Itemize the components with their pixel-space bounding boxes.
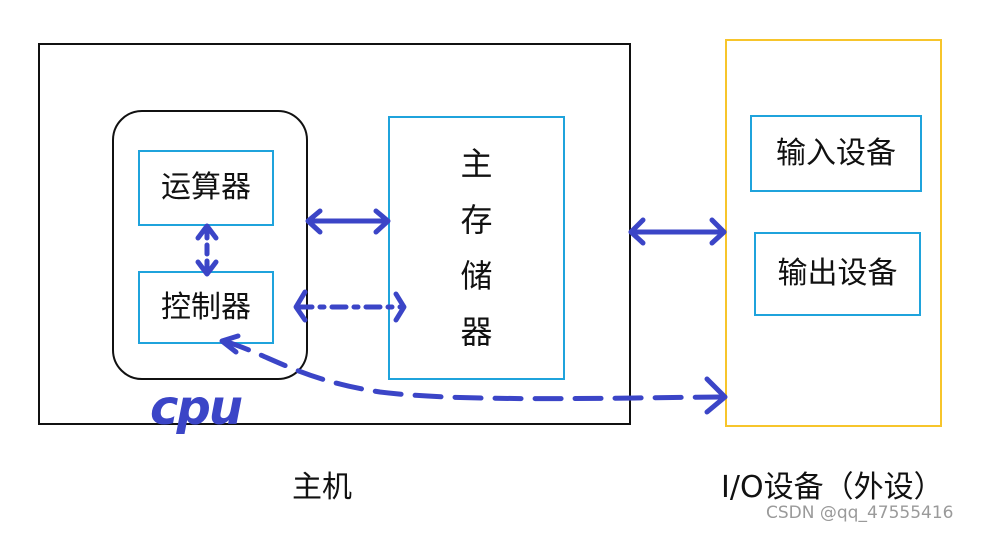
input-device-label: 输入设备 — [776, 135, 896, 171]
cpu-label: cpu — [150, 380, 243, 436]
host-io-arrow — [628, 217, 727, 246]
watermark-text: CSDN @qq_47555416 — [766, 503, 954, 523]
host-label: 主机 — [292, 470, 352, 505]
output-device-box: 输出设备 — [754, 232, 921, 316]
memory-char-1: 主 — [460, 145, 493, 183]
main-memory-box: 主 存 储 器 — [388, 116, 565, 380]
alu-box: 运算器 — [138, 150, 274, 226]
control-unit-label: 控制器 — [161, 289, 251, 325]
memory-char-2: 存 — [460, 201, 493, 239]
input-device-box: 输入设备 — [750, 115, 922, 192]
alu-label: 运算器 — [161, 170, 251, 205]
memory-char-4: 器 — [460, 313, 493, 351]
memory-char-3: 储 — [460, 257, 493, 295]
output-device-label: 输出设备 — [777, 256, 898, 291]
control-unit-box: 控制器 — [138, 271, 274, 344]
io-label: I/O设备（外设） — [721, 470, 944, 505]
cpu-box — [112, 110, 308, 380]
